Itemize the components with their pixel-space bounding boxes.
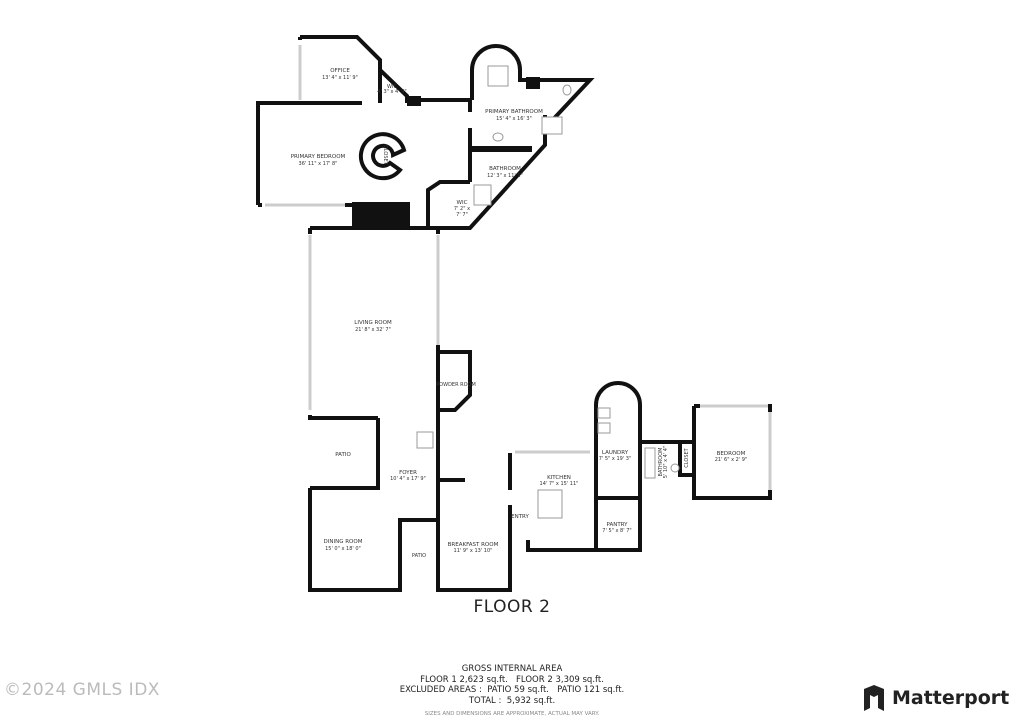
room-wic-small: WIC bbox=[387, 84, 397, 90]
washer-icon bbox=[597, 407, 611, 419]
stairs-icon bbox=[416, 431, 434, 449]
dryer-icon bbox=[597, 422, 611, 434]
room-dims: 13' 4" x 11' 9" bbox=[322, 75, 358, 81]
floor-label: FLOOR 2 bbox=[473, 597, 551, 617]
room-dims: 15' 0" x 18' 0" bbox=[325, 546, 361, 552]
shower-icon bbox=[541, 116, 563, 135]
toilet-icon bbox=[492, 132, 504, 142]
kitchen-island-icon bbox=[537, 489, 563, 519]
room-dims: 11' 9" x 13' 10" bbox=[454, 548, 493, 554]
room-bedroom: BEDROOM bbox=[717, 451, 746, 457]
room-dims: 7' 7" bbox=[456, 212, 468, 218]
room-patio-2: PATIO bbox=[412, 553, 426, 559]
watermark: ©2024 GMLS IDX bbox=[4, 680, 160, 700]
room-foyer: FOYER bbox=[399, 470, 417, 476]
room-wic: WIC bbox=[457, 200, 468, 206]
matterport-logo-icon bbox=[864, 685, 884, 711]
brand-name: Matterport bbox=[892, 687, 1010, 709]
stair-block bbox=[352, 202, 410, 228]
room-dims: 5' 10" x 4' 4" bbox=[663, 446, 669, 479]
area-excluded: EXCLUDED AREAS : PATIO 59 sq.ft. PATIO 1… bbox=[399, 685, 625, 695]
room-dims: 36' 11" x 17' 8" bbox=[299, 161, 338, 167]
bathtub-icon bbox=[644, 447, 656, 479]
room-breakfast-room: BREAKFAST ROOM bbox=[448, 542, 499, 548]
area-floors: FLOOR 1 2,623 sq.ft. FLOOR 2 3,309 sq.ft… bbox=[420, 674, 604, 685]
matterport-brand: Matterport bbox=[862, 685, 1009, 711]
wall-block bbox=[407, 96, 421, 106]
shower-icon bbox=[473, 184, 492, 206]
fixtures bbox=[416, 65, 680, 519]
room-dining-room: DINING ROOM bbox=[324, 539, 363, 545]
area-title: GROSS INTERNAL AREA bbox=[461, 664, 563, 674]
room-dims: 10' 4" x 17' 9" bbox=[390, 476, 426, 482]
room-office: OFFICE bbox=[330, 68, 350, 74]
toilet-icon bbox=[670, 463, 680, 473]
room-laundry: LAUNDRY bbox=[602, 450, 629, 456]
room-labels: OFFICE 13' 4" x 11' 9" WIC 4' 3" x 4' 9"… bbox=[291, 68, 748, 559]
bathtub-icon bbox=[487, 65, 509, 87]
room-bathroom: BATHROOM bbox=[489, 166, 521, 172]
room-wic-small-dims: 4' 3" x 4' 9" bbox=[377, 89, 406, 95]
room-patio: PATIO bbox=[335, 452, 351, 458]
room-closet: CLOSET bbox=[684, 447, 690, 467]
room-dims: 21' 6" x 2' 9" bbox=[715, 457, 748, 463]
room-pantry: PANTRY bbox=[606, 522, 628, 528]
room-dims: 21' 8" x 32' 7" bbox=[355, 327, 391, 333]
room-dims: 14' 7" x 15' 11" bbox=[540, 481, 579, 487]
room-primary-bathroom: PRIMARY BATHROOM bbox=[485, 109, 543, 115]
room-dims: 7' 2" x bbox=[454, 206, 470, 212]
room-closet-round: CLOSET bbox=[382, 145, 388, 165]
area-total: TOTAL : 5,932 sq.ft. bbox=[468, 695, 556, 706]
room-dims: 7' 5" x 8' 7" bbox=[602, 528, 631, 534]
wall-block bbox=[472, 146, 532, 152]
room-living-room: LIVING ROOM bbox=[354, 320, 392, 326]
wall-block bbox=[526, 77, 540, 89]
area-summary: GROSS INTERNAL AREA FLOOR 1 2,623 sq.ft.… bbox=[0, 664, 1024, 720]
room-dims: 15' 4" x 16' 3" bbox=[496, 116, 532, 122]
room-dims: 7' 5" x 19' 3" bbox=[599, 456, 632, 462]
toilet-icon bbox=[562, 84, 572, 96]
room-bathroom-small: BATHROOM bbox=[658, 448, 664, 477]
room-kitchen: KITCHEN bbox=[547, 475, 571, 481]
room-primary-bedroom: PRIMARY BEDROOM bbox=[291, 154, 346, 160]
room-dims: 12' 3" x 11' 1" bbox=[487, 173, 523, 179]
room-powder-room: POWDER ROOM bbox=[436, 382, 476, 388]
area-note: SIZES AND DIMENSIONS ARE APPROXIMATE, AC… bbox=[424, 711, 600, 717]
room-entry: ENTRY bbox=[511, 514, 529, 520]
